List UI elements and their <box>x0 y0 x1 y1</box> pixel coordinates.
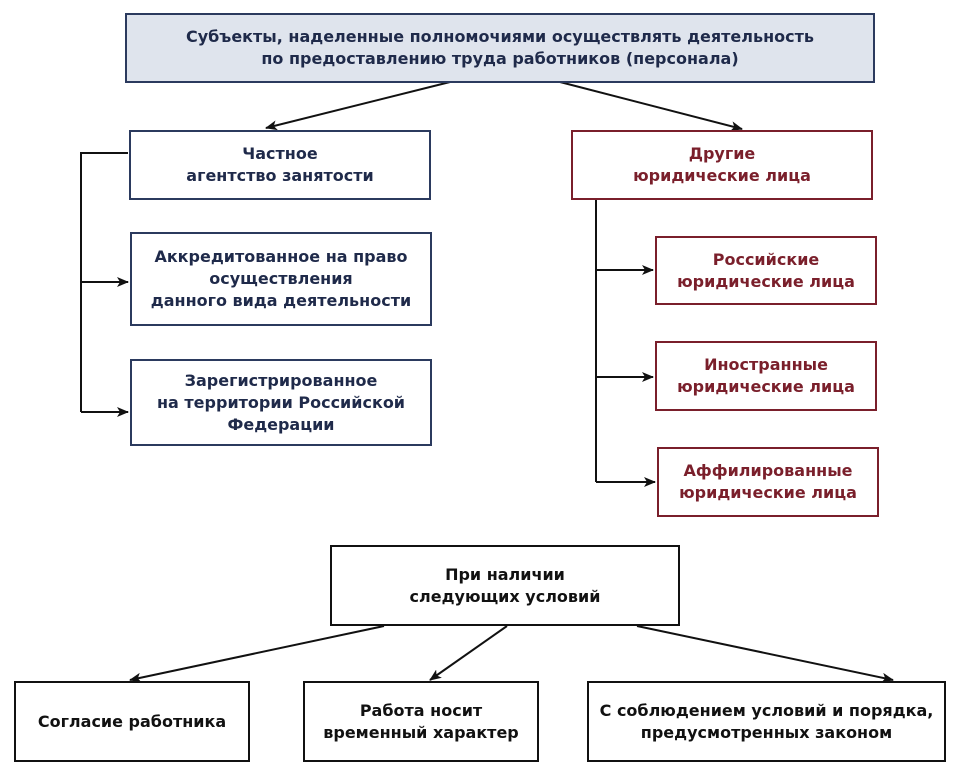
left-item-box-1: Аккредитованное на право осуществления д… <box>130 232 432 326</box>
left-head-text: Частное агентство занятости <box>186 144 374 185</box>
right-item-text-3: Аффилированные юридические лица <box>679 461 857 502</box>
right-head-box: Другие юридические лица <box>571 130 873 200</box>
left-head-box: Частное агентство занятости <box>129 130 431 200</box>
arrow-cond-1 <box>129 625 385 683</box>
condition-text-2: Работа носит временный характер <box>323 700 519 742</box>
arrow-cond-2 <box>429 625 508 681</box>
condition-box-1: Согласие работника <box>14 681 250 762</box>
condition-box-3: С соблюдением условий и порядка, предусм… <box>587 681 946 762</box>
condition-box-2: Работа носит временный характер <box>303 681 539 762</box>
right-item-box-3: Аффилированные юридические лица <box>657 447 879 517</box>
left-item-text-2: Зарегистрированное на территории Российс… <box>156 370 406 434</box>
top-box-text: Субъекты, наделенные полномочиями осущес… <box>185 27 815 68</box>
left-item-box-2: Зарегистрированное на территории Российс… <box>130 359 432 446</box>
right-item-box-2: Иностранные юридические лица <box>655 341 877 411</box>
arrow-top-to-left <box>265 81 451 131</box>
right-head-text: Другие юридические лица <box>633 144 811 185</box>
right-item-text-2: Иностранные юридические лица <box>677 355 855 396</box>
left-bracket <box>80 152 128 412</box>
right-item-text-1: Российские юридические лица <box>677 249 855 291</box>
top-box: Субъекты, наделенные полномочиями осущес… <box>125 13 875 83</box>
conditions-head-text: При наличии следующих условий <box>409 564 601 606</box>
conditions-head-box: При наличии следующих условий <box>330 545 680 626</box>
left-item-text-1: Аккредитованное на право осуществления д… <box>150 247 412 310</box>
condition-text-3: С соблюдением условий и порядка, предусм… <box>599 700 934 742</box>
arrow-top-to-right <box>559 81 743 132</box>
condition-text-1: Согласие работника <box>37 711 227 731</box>
arrow-cond-3 <box>636 625 894 683</box>
right-item-box-1: Российские юридические лица <box>655 236 877 305</box>
